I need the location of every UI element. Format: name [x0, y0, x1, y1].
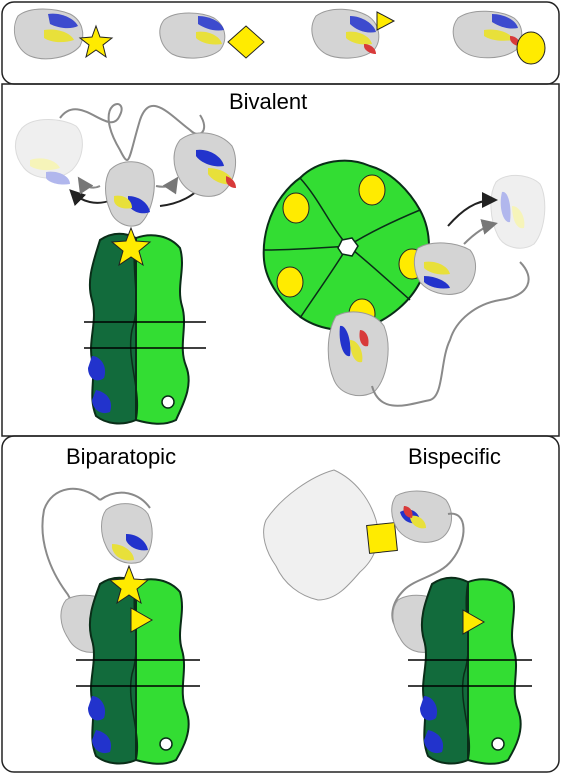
bispecific-diamond-epitope	[366, 522, 398, 554]
legend-nanobody-diamond	[159, 12, 265, 59]
legend-nanobody-triangle	[311, 8, 396, 59]
bivalent-faded-nanobody	[15, 119, 83, 185]
bivalent-star-epitope	[110, 226, 152, 267]
triangle-epitope-symbol	[376, 11, 396, 31]
pentamer-epitope-1	[358, 174, 386, 206]
bispecific-receptor-light	[467, 578, 522, 765]
bispecific-construct	[263, 469, 532, 765]
diamond-epitope-symbol	[227, 25, 265, 59]
pentamer-linker	[371, 261, 530, 407]
biparatopic-star-epitope	[108, 564, 150, 605]
legend-nanobody-ellipse	[452, 10, 546, 65]
biparatopic-receptor-light	[135, 578, 190, 765]
bivalent-label: Bivalent	[229, 89, 308, 114]
bispecific-triangle-epitope	[462, 609, 486, 635]
pentamer-epitope-2	[282, 192, 310, 224]
biparatopic-label: Biparatopic	[66, 444, 177, 469]
bispecific-second-target	[263, 469, 379, 601]
bispecific-label: Bispecific	[408, 444, 501, 469]
bottom-panel-frame	[1, 435, 560, 773]
ellipse-epitope-symbol	[516, 31, 546, 65]
star-epitope-symbol	[78, 24, 114, 59]
bivalent-receptor-construct	[15, 103, 236, 425]
pentamer-epitope-3	[276, 266, 304, 298]
biparatopic-construct	[41, 487, 200, 765]
bispecific-linker	[391, 512, 465, 631]
bivalent-linker	[59, 103, 206, 162]
biparatopic-triangle-epitope	[130, 607, 154, 633]
receptor-light-chain	[135, 234, 190, 425]
bivalent-pentamer-construct	[262, 159, 546, 407]
pentamer-faded-nanobody	[490, 175, 546, 249]
legend-nanobody-star	[14, 8, 114, 60]
